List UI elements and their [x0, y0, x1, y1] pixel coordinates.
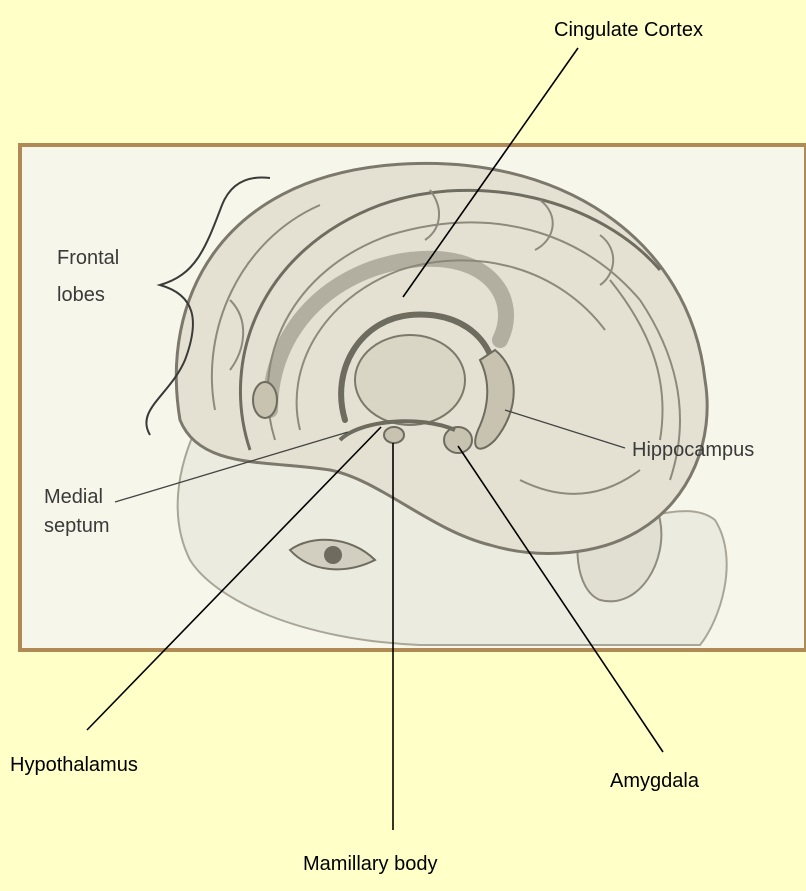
hippocampus-label: Hippocampus [632, 439, 754, 461]
amygdala-label: Amygdala [610, 770, 700, 792]
amygdala-structure [444, 427, 472, 453]
mamillary-structure [384, 427, 404, 443]
medial-septum-label-line2: septum [44, 515, 110, 537]
medial-septum-label-line1: Medial [44, 486, 103, 508]
frontal-lobes-label-line1: Frontal [57, 247, 119, 269]
hypothalamus-label: Hypothalamus [10, 754, 138, 776]
mamillary-body-label: Mamillary body [303, 853, 437, 875]
eye-pupil [324, 546, 342, 564]
thalamus [355, 335, 465, 425]
cingulate-cortex-label: Cingulate Cortex [554, 19, 703, 41]
frontal-lobes-label-line2: lobes [57, 284, 105, 306]
